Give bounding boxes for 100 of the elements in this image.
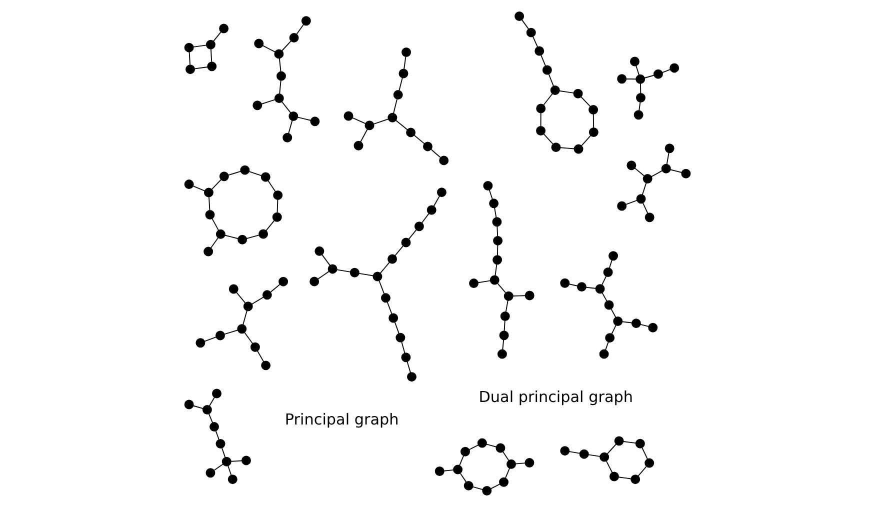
- node-circle: [599, 452, 609, 462]
- node-circle: [612, 316, 622, 326]
- connector: [214, 430, 219, 440]
- connector: [228, 170, 241, 176]
- node-circle: [388, 313, 398, 323]
- connector: [637, 466, 646, 476]
- node-circle: [635, 74, 645, 84]
- connector: [192, 186, 205, 192]
- node-circle: [203, 246, 213, 256]
- connector: [220, 447, 226, 458]
- node-circle: [604, 333, 614, 343]
- node-circle: [218, 24, 228, 34]
- connector: [394, 322, 399, 334]
- node-circle: [327, 264, 337, 274]
- node-circle: [616, 201, 626, 211]
- connector: [212, 32, 221, 42]
- node-circle: [488, 198, 498, 208]
- node-circle: [648, 322, 658, 332]
- node-circle: [278, 276, 288, 286]
- node-circle: [626, 160, 636, 170]
- node-circle: [536, 126, 546, 136]
- connector: [250, 296, 264, 305]
- node-circle: [221, 456, 231, 466]
- connector: [317, 270, 329, 280]
- node-circle: [364, 120, 374, 130]
- connector: [265, 220, 274, 232]
- connector: [297, 116, 311, 121]
- node-circle: [660, 164, 670, 174]
- connector: [398, 77, 402, 91]
- connector: [532, 36, 538, 48]
- node-circle: [274, 94, 284, 104]
- connector: [644, 74, 654, 78]
- node-circle: [542, 65, 552, 75]
- connector: [278, 58, 281, 72]
- node-circle: [598, 349, 608, 359]
- node-circle: [489, 275, 499, 285]
- node-circle: [353, 140, 363, 150]
- connector: [642, 202, 648, 214]
- connector: [288, 120, 292, 134]
- connector: [230, 460, 242, 462]
- node-circle: [395, 332, 405, 342]
- connector: [235, 292, 246, 304]
- connector: [210, 237, 218, 248]
- node-circle: [578, 449, 588, 459]
- connector: [394, 246, 403, 256]
- connector: [256, 350, 264, 362]
- connector: [502, 339, 504, 350]
- connector: [641, 182, 646, 196]
- connector: [420, 213, 429, 224]
- connector: [635, 65, 640, 76]
- node-circle: [492, 255, 502, 265]
- node-circle: [240, 165, 250, 175]
- connector: [503, 320, 505, 332]
- connector: [610, 308, 616, 318]
- node-circle: [588, 128, 598, 137]
- node-circle: [314, 246, 324, 256]
- connector: [378, 280, 384, 294]
- connector: [260, 99, 275, 104]
- connector: [204, 336, 216, 342]
- connector: [625, 78, 636, 80]
- connector: [208, 413, 212, 424]
- connector: [580, 135, 591, 146]
- node-circle: [184, 400, 194, 410]
- node-circle: [506, 459, 516, 469]
- node-circle: [310, 116, 320, 126]
- node-circle: [209, 422, 218, 432]
- connector: [472, 486, 483, 490]
- node-circle: [205, 468, 215, 478]
- connector: [496, 282, 506, 293]
- connector: [360, 128, 368, 142]
- connector: [514, 462, 526, 464]
- connector: [194, 66, 208, 70]
- node-circle: [212, 388, 221, 398]
- connector: [224, 234, 238, 240]
- node-circle: [438, 156, 448, 166]
- connector: [477, 280, 490, 284]
- connector: [568, 451, 580, 454]
- label: Principal graph: [284, 410, 398, 429]
- node-circle: [629, 56, 639, 66]
- node-circle: [228, 284, 238, 294]
- node-circle: [560, 278, 570, 288]
- connector: [496, 226, 498, 237]
- node-circle: [400, 352, 410, 362]
- node-circle: [252, 100, 262, 110]
- node-circle: [534, 46, 544, 56]
- connector: [606, 444, 616, 454]
- node-circle: [482, 180, 492, 190]
- node-circle: [498, 477, 508, 487]
- connector: [485, 444, 496, 448]
- connector: [618, 476, 631, 480]
- node-circle: [636, 93, 645, 102]
- node-circle: [642, 174, 652, 184]
- connector: [213, 464, 223, 471]
- node-circle: [272, 212, 282, 222]
- node-circle: [343, 111, 353, 121]
- connector: [336, 269, 350, 272]
- connector: [192, 405, 203, 409]
- node-circle: [288, 33, 298, 43]
- connector: [395, 120, 408, 130]
- connector: [634, 168, 644, 176]
